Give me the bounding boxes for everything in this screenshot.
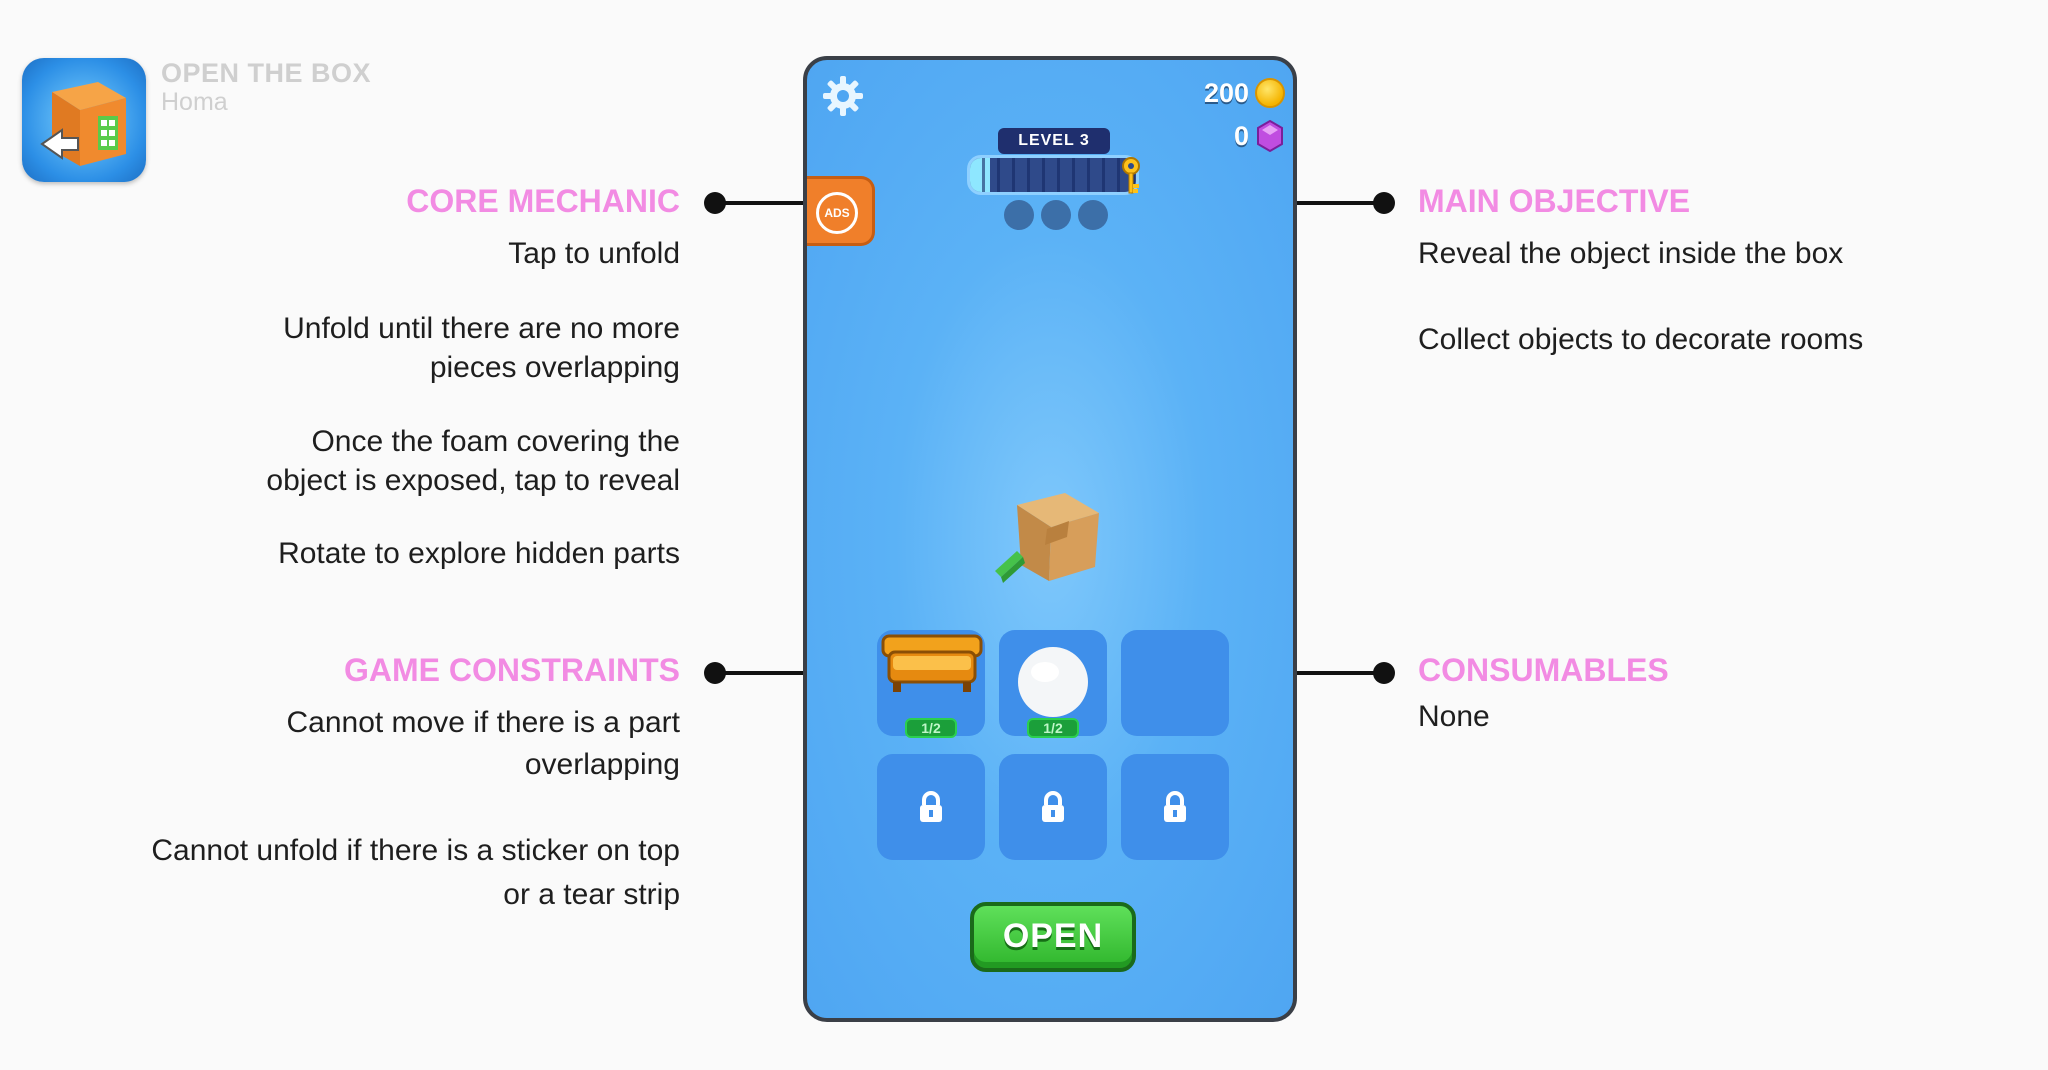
connector-line: [716, 671, 804, 675]
inventory-slot-locked[interactable]: [999, 754, 1107, 860]
no-ads-button[interactable]: ADS: [807, 176, 875, 246]
main-objective-note: Collect objects to decorate rooms: [1418, 323, 1864, 356]
coin-count: 200: [1203, 78, 1249, 108]
app-name: OPEN THE BOX: [161, 58, 372, 88]
game-constraints-note: Cannot unfold if there is a sticker on t…: [151, 834, 680, 911]
game-screen[interactable]: 200 0 LEVEL 3 ADS: [803, 56, 1297, 1022]
core-mechanic-note: Once the foam covering the object is exp…: [266, 425, 680, 497]
connector-dot: [1373, 192, 1395, 214]
ball-icon: [1018, 647, 1088, 717]
game-constraints-note: Cannot move if there is a part overlappi…: [286, 706, 680, 781]
stage-dot: [1078, 200, 1108, 230]
stage-dot: [1041, 200, 1071, 230]
consumables-note: None: [1418, 700, 1490, 733]
inventory-slot-locked[interactable]: [877, 754, 985, 860]
consumables-heading: CONSUMABLES: [1418, 652, 1669, 688]
connector-dot: [704, 192, 726, 214]
slot-count-badge: 1/2: [905, 718, 957, 738]
connector-line: [716, 201, 804, 205]
cardboard-box[interactable]: [987, 485, 1107, 595]
connector-line: [1296, 201, 1384, 205]
open-button[interactable]: OPEN: [970, 902, 1136, 972]
app-developer: Homa: [161, 88, 228, 116]
gem-count: 0: [1233, 121, 1249, 151]
slot-count-badge: 1/2: [1027, 718, 1079, 738]
game-constraints-heading: GAME CONSTRAINTS: [344, 652, 680, 688]
inventory-slot-empty[interactable]: [1121, 630, 1229, 736]
connector-line: [1296, 671, 1384, 675]
level-progress-bar: [967, 155, 1139, 195]
core-mechanic-heading: CORE MECHANIC: [406, 183, 680, 219]
lock-icon: [1042, 791, 1064, 822]
lock-icon: [1164, 791, 1186, 822]
core-mechanic-note: Rotate to explore hidden parts: [278, 537, 680, 570]
gem-icon: [1257, 120, 1283, 152]
inventory-slot-locked[interactable]: [1121, 754, 1229, 860]
core-mechanic-note: Tap to unfold: [508, 237, 680, 270]
key-icon: [1122, 157, 1140, 194]
app-icon: [22, 58, 146, 182]
coin-icon: [1255, 78, 1285, 108]
inventory-slot[interactable]: 1/2: [999, 630, 1107, 738]
connector-dot: [704, 662, 726, 684]
settings-gear-icon[interactable]: [821, 74, 865, 118]
inventory-slot[interactable]: 1/2: [877, 630, 985, 738]
main-objective-note: Reveal the object inside the box: [1418, 237, 1844, 270]
main-objective-heading: MAIN OBJECTIVE: [1418, 183, 1691, 219]
stage-dot: [1004, 200, 1034, 230]
ads-label: ADS: [816, 192, 858, 234]
lock-icon: [920, 791, 942, 822]
level-badge: LEVEL 3: [998, 128, 1110, 154]
sofa-icon: [881, 634, 983, 692]
connector-dot: [1373, 662, 1395, 684]
core-mechanic-note: Unfold until there are no more pieces ov…: [283, 312, 680, 384]
